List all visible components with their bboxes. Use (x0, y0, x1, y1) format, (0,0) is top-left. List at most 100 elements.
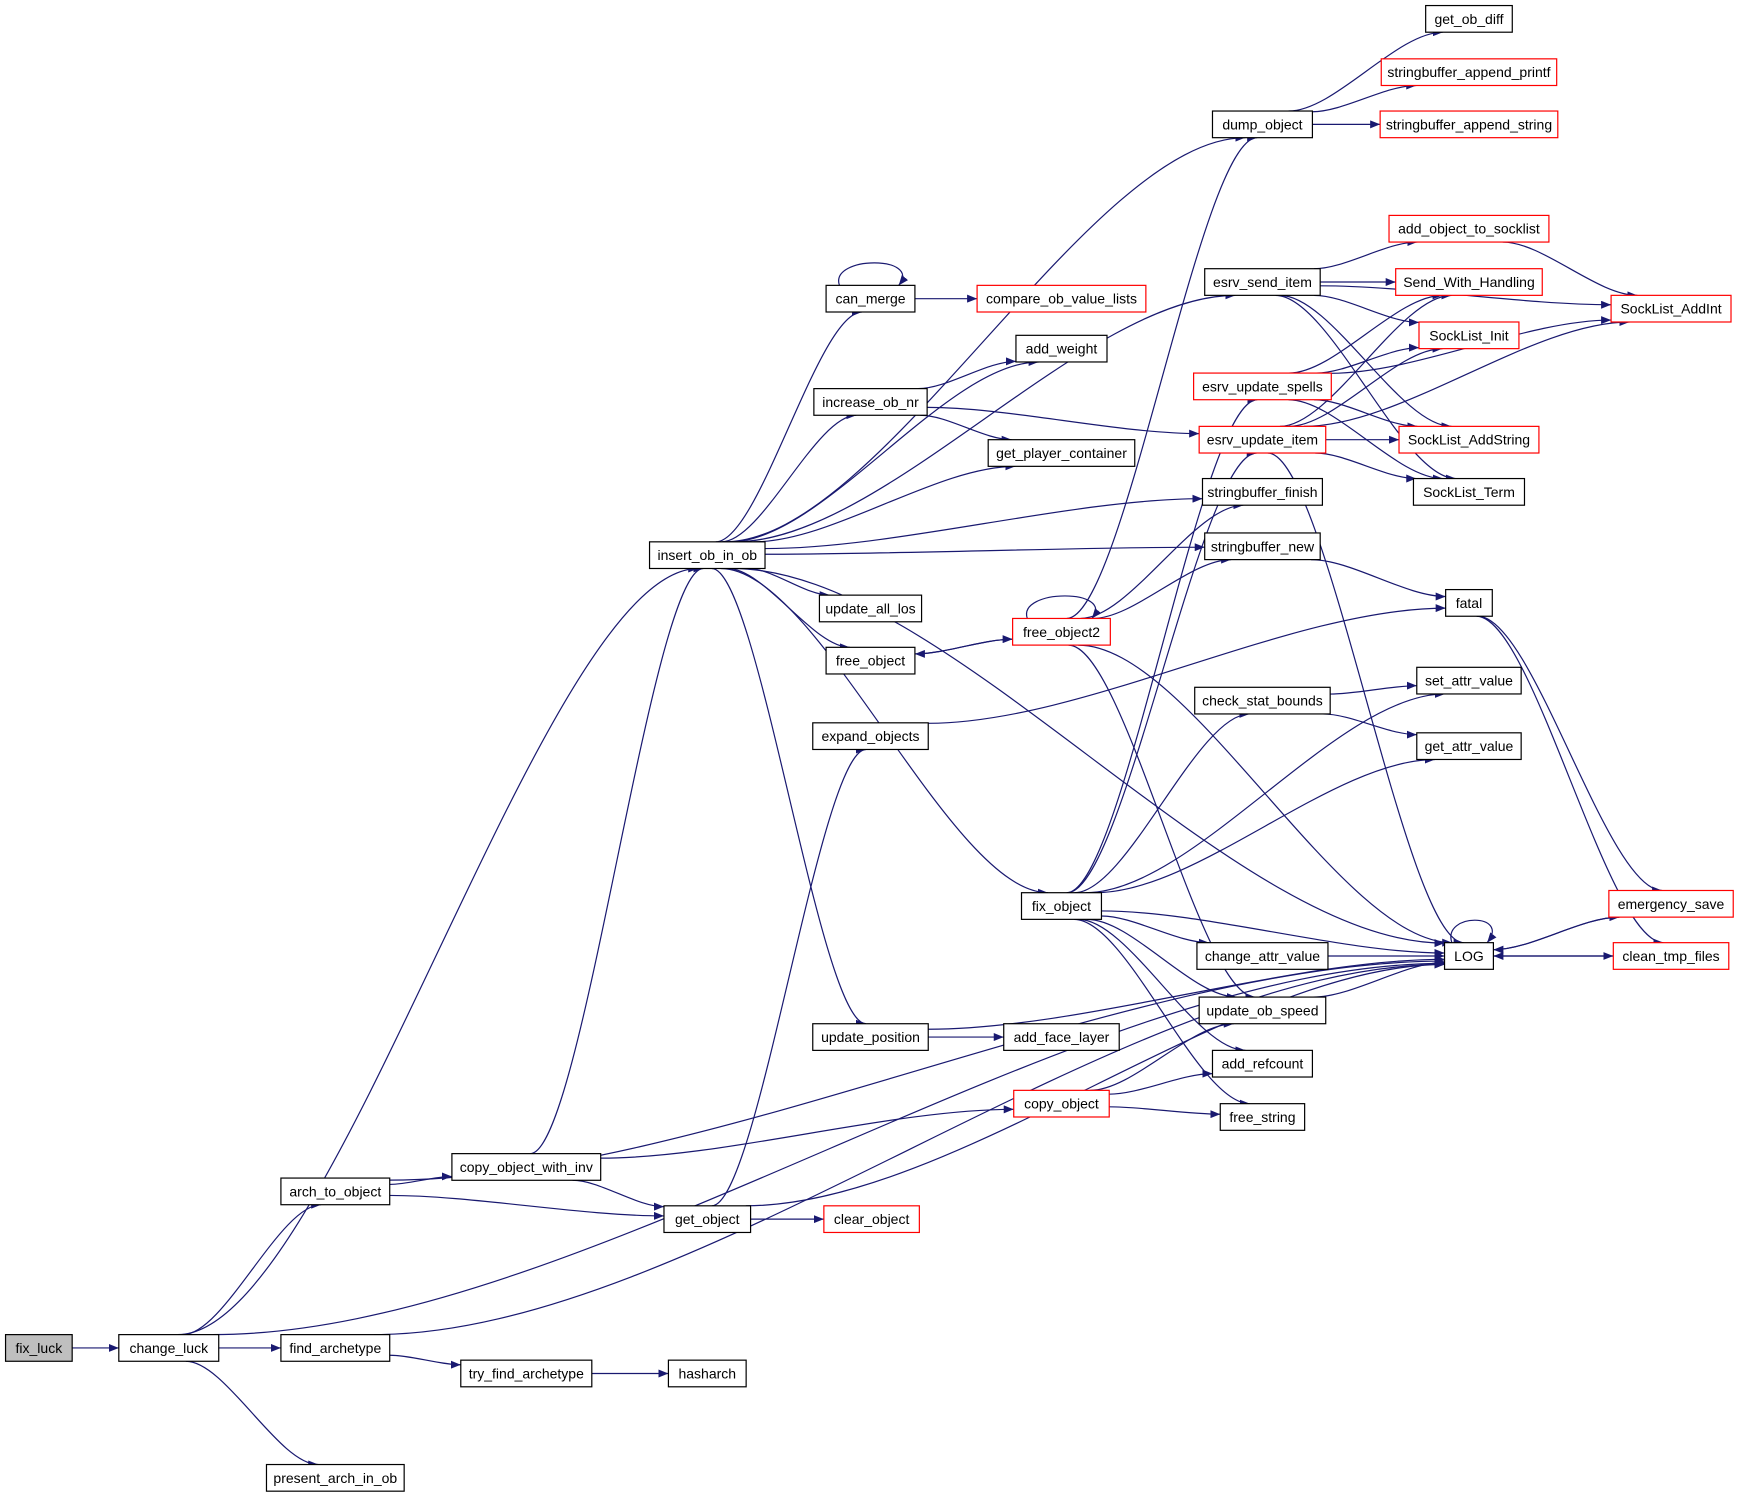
node-box (1198, 425, 1327, 454)
node-get-ob-diff[interactable]: get_ob_diff (1425, 4, 1513, 33)
edge-esrv_update_item-to-Send_With_Handling (1279, 291, 1452, 427)
node-label: clean_tmp_files (1622, 948, 1719, 964)
node-fix-luck[interactable]: fix_luck (4, 1334, 73, 1362)
node-send-with-handling[interactable]: Send_With_Handling (1395, 268, 1543, 296)
node-present-arch-in-ob[interactable]: present_arch_in_ob (265, 1463, 405, 1492)
node-label: fatal (1456, 595, 1482, 611)
node-can-merge[interactable]: can_merge (825, 284, 916, 313)
node-box (118, 1334, 220, 1362)
node-esrv-update-spells[interactable]: esrv_update_spells (1193, 372, 1332, 401)
node-socklist-addstring[interactable]: SockList_AddString (1398, 425, 1540, 454)
node-label: fix_object (1032, 898, 1091, 914)
node-stringbuffer-append-string[interactable]: stringbuffer_append_string (1379, 110, 1559, 139)
node-label: update_all_los (825, 600, 915, 616)
node-box (1608, 889, 1734, 918)
node-box (1388, 214, 1550, 243)
node-fix-object[interactable]: fix_object (1020, 892, 1103, 920)
node-label: free_object2 (1023, 624, 1100, 640)
edge-fatal-to-emergency_save (1477, 615, 1663, 895)
node-socklist-addint[interactable]: SockList_AddInt (1610, 294, 1732, 323)
edge-insert_ob_in_ob-to-get_player_container (753, 462, 1016, 543)
edge-esrv_update_item-to-SockList_Init (1288, 344, 1443, 427)
node-find-archetype[interactable]: find_archetype (280, 1334, 391, 1362)
node-dump-object[interactable]: dump_object (1211, 110, 1314, 139)
edge-esrv_update_spells-to-Send_With_Handling (1288, 291, 1443, 374)
node-update-ob-speed[interactable]: update_ob_speed (1198, 996, 1327, 1025)
node-compare-ob-value-lists[interactable]: compare_ob_value_lists (976, 284, 1147, 313)
node-box (648, 541, 766, 570)
edge-can_merge-to-can_merge (838, 262, 909, 286)
edge-emergency_save-to-LOG (1493, 916, 1620, 954)
node-free-object[interactable]: free_object (825, 646, 916, 675)
node-add-refcount[interactable]: add_refcount (1211, 1049, 1314, 1078)
edge-esrv_update_item-to-SockList_AddInt (1303, 318, 1630, 427)
node-box (1398, 425, 1540, 454)
node-box (1412, 477, 1526, 506)
edge-esrv_update_item-to-SockList_Term (1315, 452, 1417, 483)
node-box (1445, 588, 1493, 617)
node-arch-to-object[interactable]: arch_to_object (280, 1177, 391, 1206)
edge-change_luck-to-arch_to_object (182, 1200, 322, 1336)
node-box (1012, 617, 1111, 646)
node-free-string[interactable]: free_string (1219, 1103, 1306, 1131)
node-box (1013, 1089, 1110, 1118)
node-stringbuffer-append-printf[interactable]: stringbuffer_append_printf (1380, 58, 1558, 87)
node-esrv-update-item[interactable]: esrv_update_item (1198, 425, 1327, 454)
node-box (1395, 268, 1543, 296)
node-box (4, 1334, 73, 1362)
node-label: expand_objects (821, 728, 919, 744)
node-box (1198, 996, 1327, 1025)
node-increase-ob-nr[interactable]: increase_ob_nr (813, 388, 928, 416)
edge-free_object2-to-update_ob_speed (1068, 644, 1256, 1002)
node-box (1201, 477, 1324, 506)
node-try-find-archetype[interactable]: try_find_archetype (460, 1359, 593, 1388)
node-hasharch[interactable]: hasharch (667, 1359, 747, 1388)
node-get-attr-value[interactable]: get_attr_value (1416, 732, 1522, 761)
node-fatal[interactable]: fatal (1445, 588, 1493, 617)
node-update-position[interactable]: update_position (812, 1023, 929, 1051)
node-insert-ob-in-ob[interactable]: insert_ob_in_ob (648, 541, 766, 570)
node-free-object2[interactable]: free_object2 (1012, 617, 1111, 646)
node-expand-objects[interactable]: expand_objects (812, 722, 929, 751)
node-socklist-init[interactable]: SockList_Init (1418, 321, 1520, 350)
node-label: stringbuffer_append_string (1386, 116, 1552, 132)
node-change-luck[interactable]: change_luck (118, 1334, 220, 1362)
node-copy-object-with-inv[interactable]: copy_object_with_inv (451, 1153, 602, 1181)
edge-insert_ob_in_ob-to-update_position (711, 567, 867, 1028)
edge-insert_ob_in_ob-to-LOG (732, 567, 1445, 948)
edge-expand_objects-to-fatal (928, 604, 1446, 724)
node-stringbuffer-new[interactable]: stringbuffer_new (1204, 532, 1321, 561)
node-label: get_player_container (996, 445, 1127, 461)
edge-insert_ob_in_ob-to-stringbuffer_finish (765, 494, 1203, 550)
node-copy-object[interactable]: copy_object (1013, 1089, 1110, 1118)
node-log[interactable]: LOG (1443, 942, 1494, 970)
node-clear-object[interactable]: clear_object (823, 1205, 920, 1234)
node-change-attr-value[interactable]: change_attr_value (1196, 942, 1329, 970)
node-clean-tmp-files[interactable]: clean_tmp_files (1612, 942, 1730, 970)
node-check-stat-bounds[interactable]: check_stat_bounds (1194, 686, 1331, 715)
node-box (1379, 110, 1559, 139)
node-box (460, 1359, 593, 1388)
node-add-weight[interactable]: add_weight (1015, 334, 1108, 363)
node-add-face-layer[interactable]: add_face_layer (1003, 1023, 1120, 1051)
node-box (1020, 892, 1103, 920)
node-update-all-los[interactable]: update_all_los (818, 594, 923, 623)
node-emergency-save[interactable]: emergency_save (1608, 889, 1734, 918)
edge-fix_object-to-esrv_update_spells (1066, 395, 1258, 894)
edge-free_object2-to-dump_object (1066, 133, 1258, 620)
edge-increase_ob_nr-to-get_player_container (920, 414, 1012, 444)
node-get-object[interactable]: get_object (663, 1205, 752, 1234)
node-socklist-term[interactable]: SockList_Term (1412, 477, 1526, 506)
node-box (265, 1463, 405, 1492)
node-stringbuffer-finish[interactable]: stringbuffer_finish (1201, 477, 1324, 506)
edge-esrv_send_item-to-SockList_Init (1314, 294, 1420, 327)
node-label: fix_luck (16, 1340, 64, 1356)
edge-insert_ob_in_ob-to-increase_ob_nr (721, 411, 857, 543)
node-set-attr-value[interactable]: set_attr_value (1416, 666, 1522, 695)
node-esrv-send-item[interactable]: esrv_send_item (1204, 268, 1321, 296)
node-get-player-container[interactable]: get_player_container (987, 439, 1136, 467)
node-box (823, 1205, 920, 1234)
node-add-object-to-socklist[interactable]: add_object_to_socklist (1388, 214, 1550, 243)
node-box (1194, 686, 1331, 715)
edge-fix_object-to-add_refcount (1078, 918, 1246, 1055)
